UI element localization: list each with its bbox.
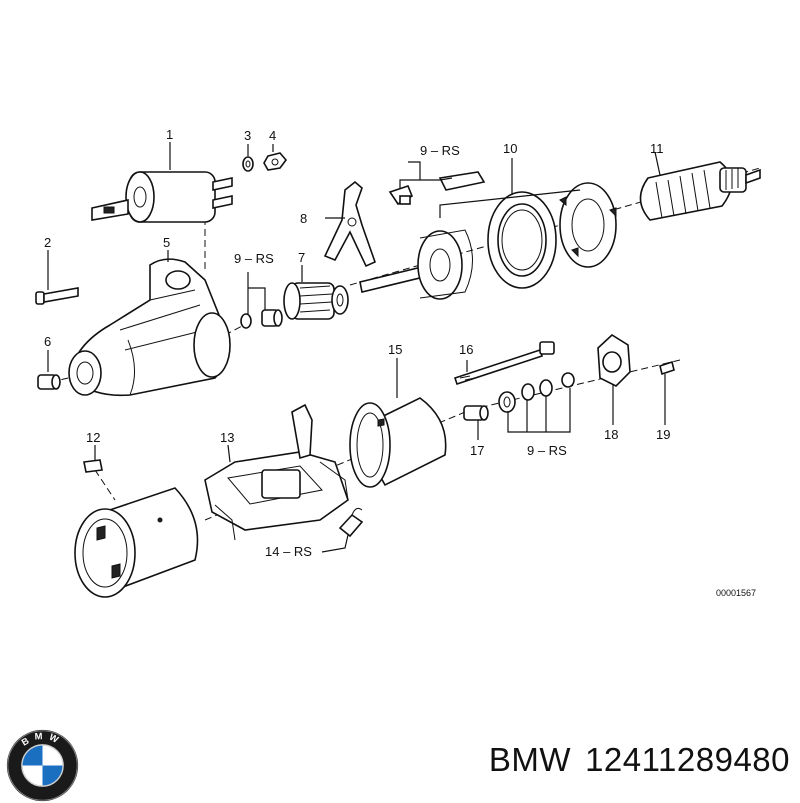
- part-5-drive-end-housing: [68, 258, 231, 397]
- bmw-logo-icon: BMW: [6, 729, 79, 802]
- callout-14-rs: 14 – RS: [265, 544, 312, 559]
- brand-name: BMW: [488, 741, 572, 778]
- callout-2: 2: [44, 235, 51, 250]
- part-3-washer: [242, 156, 254, 172]
- callout-9-rs-c: 9 – RS: [527, 443, 567, 458]
- callout-10: 10: [503, 141, 517, 156]
- leader-lines: [47, 142, 666, 553]
- callout-6: 6: [44, 334, 51, 349]
- brand-part-number: BMW 12411289480: [489, 741, 790, 779]
- callout-16: 16: [459, 342, 473, 357]
- callout-19: 19: [656, 427, 670, 442]
- part-9-rs-washer-set-a: [240, 309, 283, 329]
- callout-9-rs-a: 9 – RS: [234, 251, 274, 266]
- callout-5: 5: [163, 235, 170, 250]
- callout-9-rs-b: 9 – RS: [420, 143, 460, 158]
- exploded-parts-diagram: 1 3 4 2 5 6 9 – RS 7 8 9 – RS 10 11 12 1…: [35, 127, 761, 598]
- diagram-code: 00001567: [716, 588, 756, 598]
- callout-labels: 1 3 4 2 5 6 9 – RS 7 8 9 – RS 10 11 12 1…: [44, 127, 756, 598]
- part-7-pinion-gear: [283, 282, 349, 320]
- callout-17: 17: [470, 443, 484, 458]
- part-planet-carrier-shaft: [359, 229, 473, 300]
- part-17-bushing: [463, 405, 489, 421]
- part-yoke-housing: [74, 487, 199, 598]
- part-15-pole-housing: [349, 397, 447, 488]
- part-2-bolt: [35, 287, 79, 305]
- part-11-armature: [639, 161, 761, 221]
- part-19-screw: [659, 360, 675, 376]
- callout-3: 3: [244, 128, 251, 143]
- callout-13: 13: [220, 430, 234, 445]
- callout-12: 12: [86, 430, 100, 445]
- part-13-brush-holder: [204, 403, 349, 541]
- part-10-ring-gear: [487, 182, 617, 289]
- part-6-bushing: [37, 374, 61, 390]
- callout-11: 11: [650, 141, 664, 156]
- callout-18: 18: [604, 427, 618, 442]
- part-14-rs-brush: [338, 507, 364, 538]
- callout-7: 7: [298, 250, 305, 265]
- part-16-through-bolt: [453, 341, 555, 386]
- part-4-nut: [263, 152, 288, 171]
- part-8-shift-lever: [323, 180, 376, 268]
- part-9-rs-washer-set-c: [498, 372, 575, 413]
- part-number: 12411289480: [585, 741, 790, 778]
- part-18-end-cap: [597, 333, 631, 387]
- part-9-rs-top-parts: [388, 171, 486, 206]
- callout-1: 1: [166, 127, 173, 142]
- callout-8: 8: [300, 211, 307, 226]
- part-12-screw: [83, 459, 103, 473]
- callout-15: 15: [388, 342, 402, 357]
- callout-4: 4: [269, 128, 276, 143]
- part-1-solenoid: [91, 171, 233, 223]
